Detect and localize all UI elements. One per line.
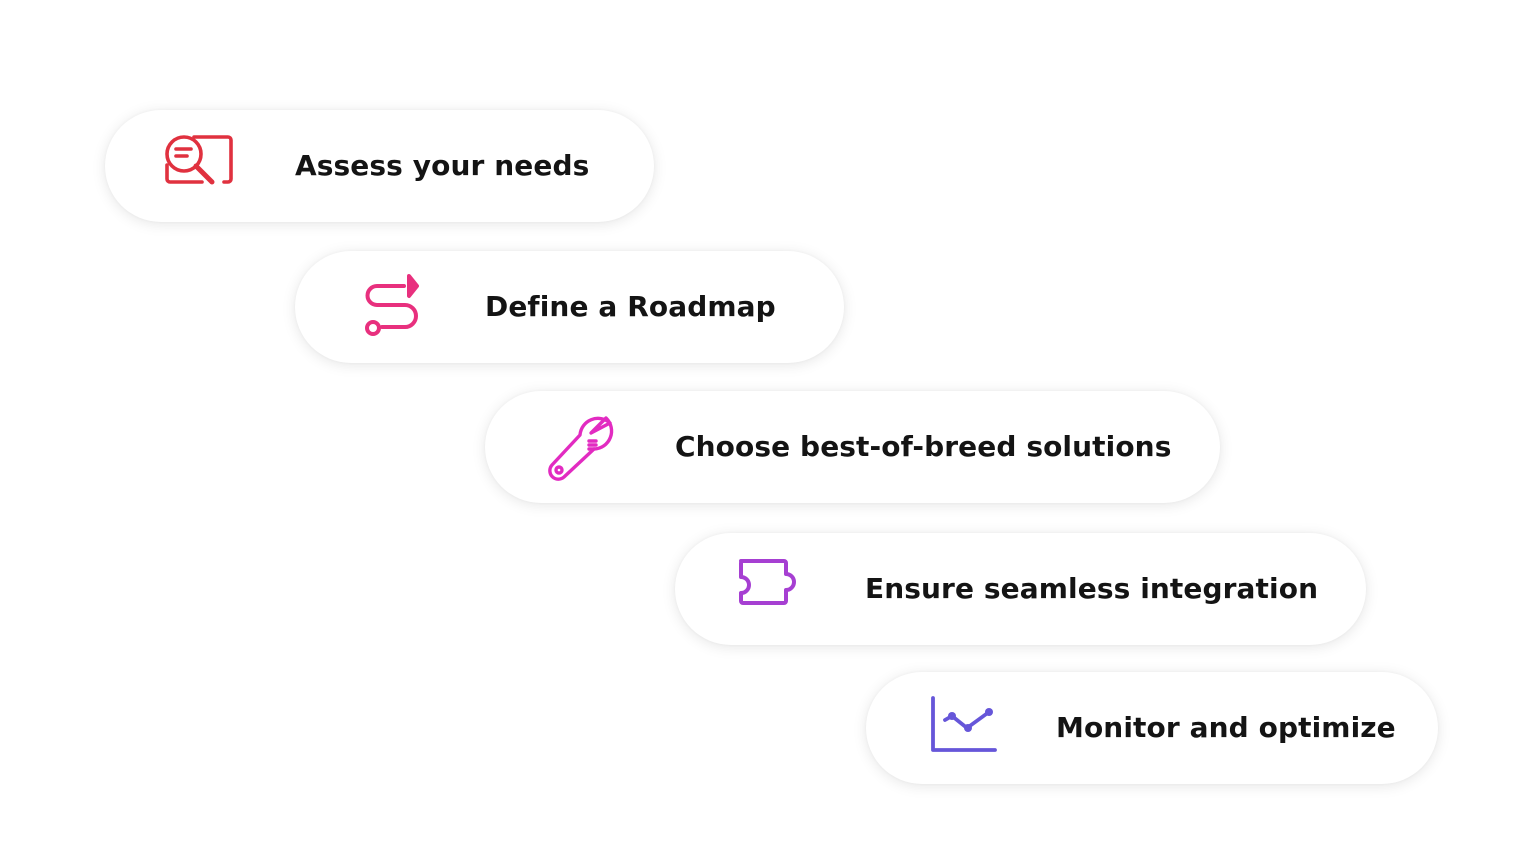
route-icon — [354, 271, 426, 343]
step-label: Monitor and optimize — [1056, 711, 1396, 744]
step-label: Define a Roadmap — [485, 290, 776, 323]
step-assess-needs: Assess your needs — [105, 110, 654, 222]
step-label: Choose best-of-breed solutions — [675, 430, 1172, 463]
wrench-icon — [544, 411, 616, 483]
puzzle-piece-icon — [734, 553, 806, 625]
step-monitor-optimize: Monitor and optimize — [866, 672, 1438, 784]
step-label: Ensure seamless integration — [865, 572, 1319, 605]
line-chart-icon — [927, 692, 999, 764]
step-define-roadmap: Define a Roadmap — [295, 251, 844, 363]
step-ensure-integration: Ensure seamless integration — [675, 533, 1366, 645]
search-chat-icon — [162, 130, 234, 202]
step-choose-solutions: Choose best-of-breed solutions — [485, 391, 1220, 503]
step-label: Assess your needs — [295, 149, 590, 182]
